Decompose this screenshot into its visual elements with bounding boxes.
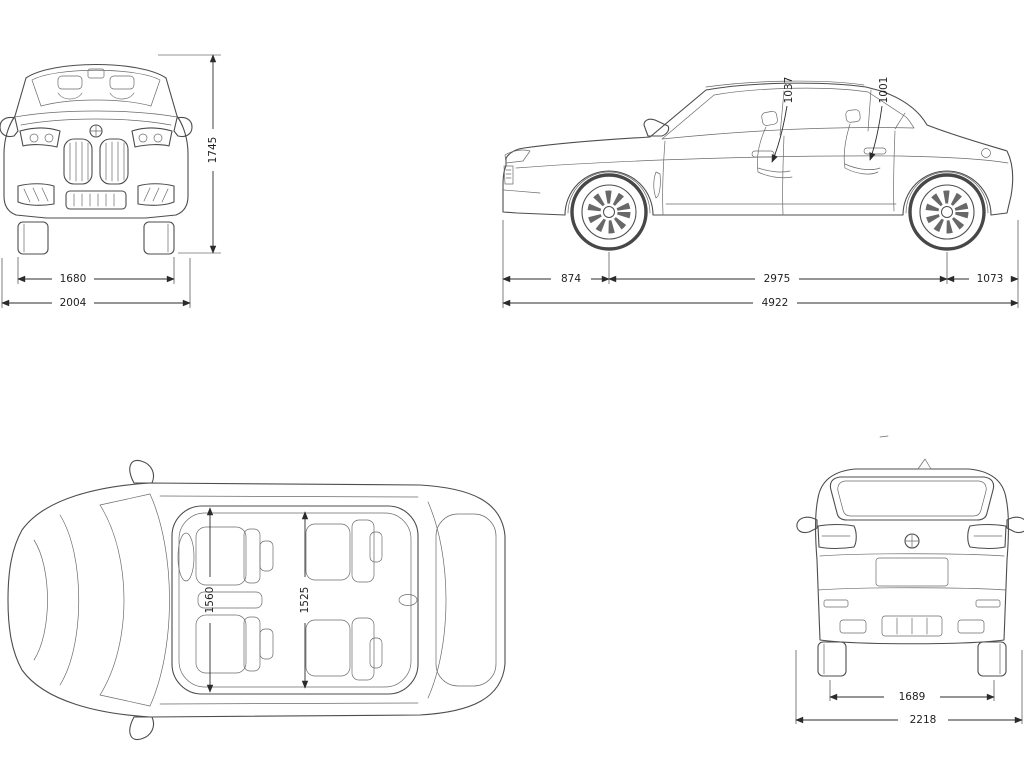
rearview-mirror (87, 68, 105, 79)
rear-bench (305, 519, 383, 681)
rear-left-tire (817, 641, 847, 677)
rear-window (829, 476, 995, 521)
right-taillight (967, 523, 1007, 550)
left-fog-intake (17, 183, 55, 206)
top-view-drawing: 1560 1525 (7, 459, 506, 741)
right-exhaust (957, 619, 985, 634)
right-headlight (131, 127, 173, 148)
center-console (197, 591, 263, 609)
roof-rail (705, 80, 865, 88)
rear-roundel (904, 533, 920, 549)
wheelbase-label: 2975 (764, 273, 791, 285)
rear-window-edge (427, 501, 447, 699)
front-overhang-dimension: 874 (502, 273, 610, 285)
roof-outline (171, 505, 419, 695)
rear-wiper (398, 594, 418, 606)
front-width-dimension: 2004 (1, 258, 191, 309)
rear-view-drawing: 1689 2218 (795, 435, 1024, 726)
front-width-label: 2004 (60, 297, 87, 309)
front-headroom-label: 1037 (783, 77, 795, 104)
overall-length-label: 4922 (762, 297, 789, 309)
side-glass (661, 87, 915, 140)
fuel-cap (981, 148, 991, 158)
front-headroom-dimension: 1037 (771, 77, 795, 163)
rear-headroom-label: 1001 (878, 77, 890, 104)
windshield-base (99, 504, 125, 696)
top-right-mirror (129, 716, 155, 741)
front-left-headrest (57, 75, 83, 90)
rear-width-label: 2218 (910, 714, 937, 726)
front-left-tire (17, 221, 49, 255)
front-wheel (570, 173, 648, 251)
front-right-headrest (109, 75, 135, 90)
left-headlight (19, 127, 61, 148)
rear-headroom-dimension: 1001 (869, 77, 890, 161)
liftgate-glass (435, 513, 497, 687)
front-interior-width-label: 1560 (204, 587, 216, 614)
front-interior-width-dimension: 1560 (204, 507, 216, 693)
fender-vent (653, 171, 661, 199)
rear-width-dimension: 2218 (795, 650, 1023, 726)
left-exhaust (839, 619, 867, 634)
right-fog-intake (137, 183, 175, 206)
driver-seat (195, 526, 274, 586)
wheelbase-dimension: 2975 (608, 273, 948, 285)
side-view-drawing: 1037 1001 874 2975 1073 4922 (502, 77, 1019, 309)
front-track-label: 1680 (60, 273, 87, 285)
kidney-grille (63, 138, 129, 185)
rear-track-label: 1689 (899, 691, 926, 703)
overall-length-dimension: 4922 (502, 297, 1019, 309)
front-door-handle (751, 150, 775, 158)
front-height-dimension: 1745 (158, 54, 221, 254)
left-side-mirror (0, 116, 19, 138)
left-taillight (817, 523, 857, 550)
front-height-label: 1745 (207, 137, 219, 164)
rear-overhang-label: 1073 (977, 273, 1004, 285)
front-seat-outline (757, 110, 793, 179)
front-track-dimension: 1680 (17, 257, 175, 285)
right-side-mirror (173, 116, 193, 138)
license-plate-recess (875, 557, 949, 587)
side-mirror (643, 118, 670, 137)
rear-overhang-dimension: 1073 (946, 273, 1019, 285)
rear-door-handle (863, 147, 887, 155)
rear-interior-width-label: 1525 (299, 587, 311, 614)
rear-right-mirror (1006, 516, 1024, 534)
front-right-tire (143, 221, 175, 255)
rear-right-tire (977, 641, 1007, 677)
rear-track-dimension: 1689 (829, 680, 995, 703)
steering-wheel (177, 532, 195, 582)
right-reflector (975, 599, 1001, 608)
center-intake (65, 190, 127, 210)
top-left-mirror (129, 459, 155, 484)
rear-diffuser (881, 615, 943, 637)
left-reflector (823, 599, 849, 608)
rear-left-mirror (796, 516, 818, 534)
front-view-drawing: 1745 1680 2004 (0, 54, 221, 309)
rear-seat-outline (843, 109, 881, 175)
antenna-fin (917, 458, 932, 470)
rear-wheel (908, 173, 986, 251)
front-overhang-label: 874 (561, 273, 581, 285)
passenger-seat (195, 614, 274, 674)
bmw-roundel (89, 124, 103, 138)
rear-interior-width-dimension: 1525 (299, 511, 311, 689)
